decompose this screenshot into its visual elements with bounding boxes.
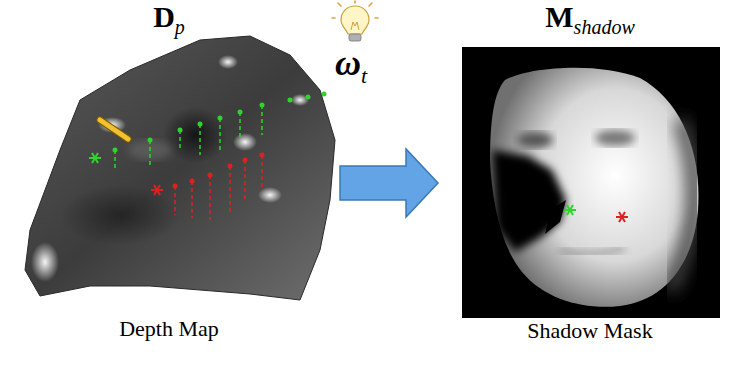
shadow-mask-image <box>462 47 720 318</box>
heading-symbol: D <box>153 0 175 33</box>
heading-symbol: M <box>545 0 573 33</box>
panel-heading: Mshadow <box>440 0 740 34</box>
heading-subscript: shadow <box>574 16 635 38</box>
light-subscript: t <box>361 63 367 88</box>
light-symbol: ω <box>335 43 361 83</box>
figure-panel: DpDepth Map <box>0 0 338 362</box>
panel-caption: Depth Map <box>0 316 338 342</box>
panel-caption: Shadow Mask <box>440 318 740 344</box>
block-arrow <box>340 149 438 217</box>
light-direction-label: ωt <box>335 42 367 84</box>
light-bulb <box>332 1 378 41</box>
panel-heading: Dp <box>0 0 338 34</box>
figure-panel: MshadowShadow Mask <box>440 0 740 362</box>
depth-surface <box>25 36 335 300</box>
heading-subscript: p <box>175 16 185 38</box>
